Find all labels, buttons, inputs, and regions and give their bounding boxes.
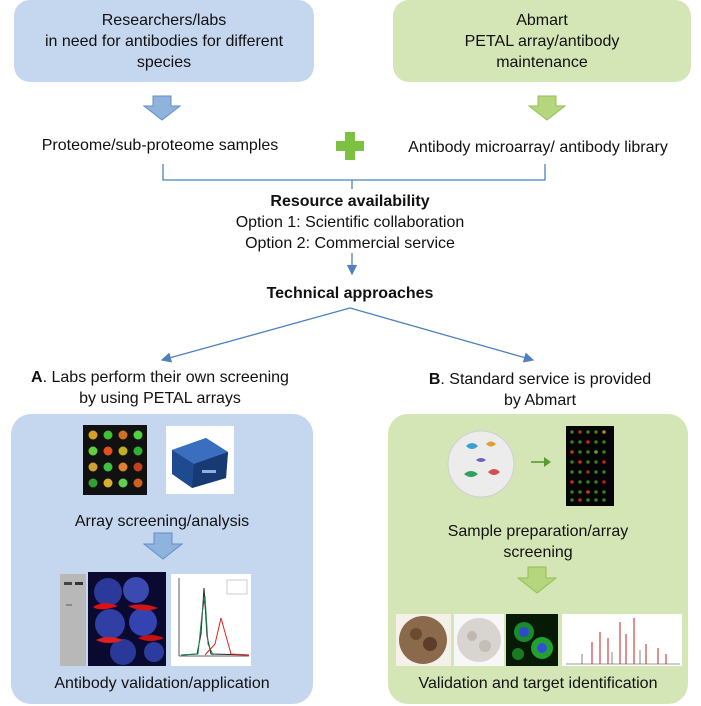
panel-a-down-arrow-icon [143,532,183,560]
ihc-tissue-image-2 [454,614,504,666]
abmart-box: Abmart PETAL array/antibody maintenance [393,0,691,82]
ihc-tissue-image-1 [396,614,451,666]
fluorescence-cell-image [506,614,558,666]
branch-a-line-1: . Labs perform their own screening [42,369,289,386]
sample-prep-label-1: Sample preparation/array [447,523,629,540]
researchers-line-2: in need for antibodies for different [44,32,284,50]
panel-b-down-arrow-icon [517,566,557,594]
branch-b-line-1: . Standard service is provided [440,371,652,388]
array-screening-label: Array screening/analysis [74,513,250,530]
antibody-library-label: Antibody microarray/ antibody library [408,139,668,156]
proteome-samples-label: Proteome/sub-proteome samples [41,137,279,154]
sample-protein-image [446,426,516,502]
sample-prep-label-2: screening [503,544,573,561]
researchers-box: Researchers/labs in need for antibodies … [14,0,314,82]
plus-icon [336,132,364,160]
branch-b-letter: B [428,371,441,388]
array-image [83,425,147,495]
abmart-line-1: Abmart [516,11,568,29]
branch-b-heading: B. Standard service is provided [380,369,700,390]
scanner-image [166,426,234,494]
flow-cytometry-plot [171,574,251,666]
mass-spectrum-image [562,614,682,666]
blue-down-arrow-icon [143,95,181,121]
resource-availability-title: Resource availability [270,193,430,210]
branch-a-letter: A [31,369,43,386]
western-blot-image [60,574,86,666]
researchers-line-3: species [136,53,192,71]
option-2-text: Option 2: Commercial service [245,235,455,252]
branch-a-line-2: by using PETAL arrays [79,390,241,407]
right-arrow-icon [531,457,551,467]
green-down-arrow-icon [528,95,566,121]
antibody-validation-label: Antibody validation/application [54,675,270,692]
researchers-line-1: Researchers/labs [101,11,227,29]
abmart-line-2: PETAL array/antibody [464,32,620,50]
branch-b-line-2: by Abmart [503,392,577,409]
immunofluorescence-image [88,572,166,666]
technical-approaches-title: Technical approaches [266,285,434,302]
array-scan-image [566,426,614,506]
validation-target-label: Validation and target identification [418,675,658,692]
option-1-text: Option 1: Scientific collaboration [235,214,465,231]
branch-a-heading: A. Labs perform their own screening [0,367,320,388]
abmart-line-3: maintenance [496,53,588,71]
